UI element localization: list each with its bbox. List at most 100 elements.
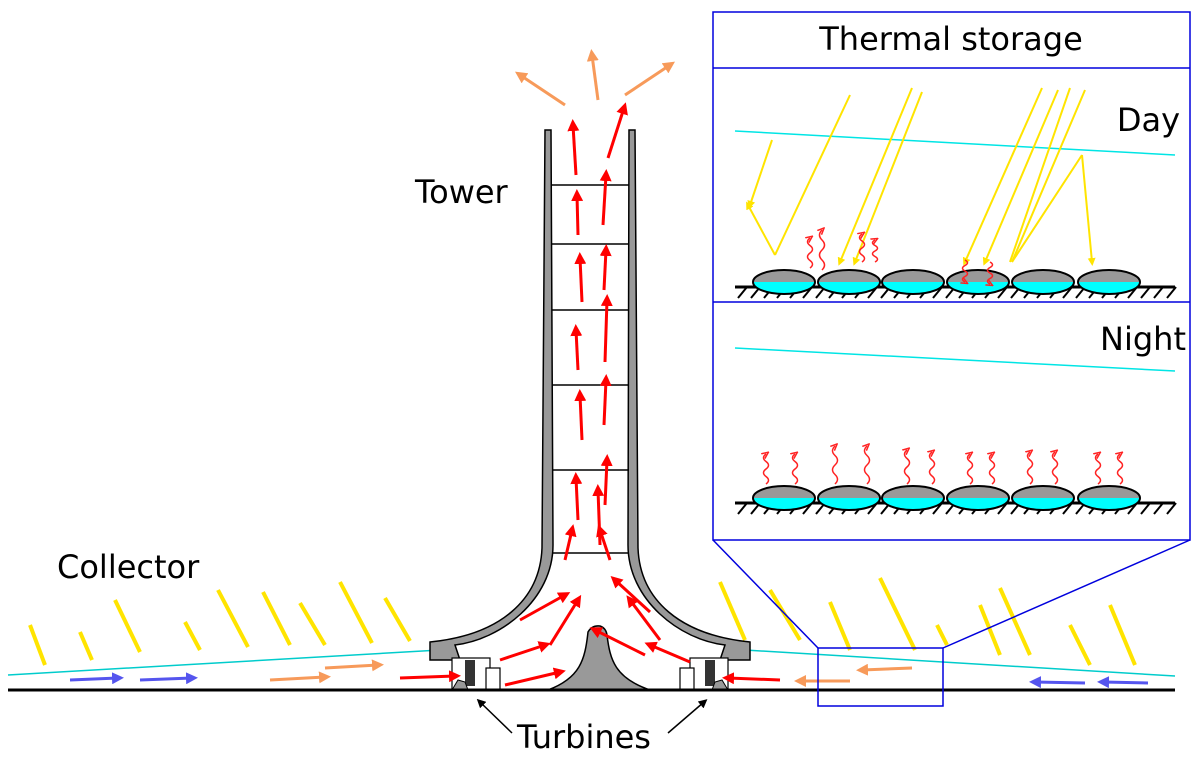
hot-air-arrow — [626, 595, 662, 641]
day-storage-row — [735, 269, 1177, 299]
heat-emission-icon — [860, 234, 865, 263]
airflow-arrows — [69, 49, 1149, 689]
warm-air-arrow — [586, 49, 600, 101]
heat-emission-icon — [1118, 454, 1123, 485]
sun-ray — [747, 139, 773, 209]
heat-emission-icon — [1096, 454, 1101, 485]
hot-air-arrow — [548, 594, 582, 646]
glass-panel — [338, 581, 374, 644]
sun-ray — [774, 94, 851, 256]
sun-ray — [982, 89, 1059, 266]
heat-emission-icon — [865, 446, 870, 485]
warm-air-arrow — [269, 671, 331, 684]
turbines-label: Turbines — [516, 718, 651, 756]
warm-air-arrow — [624, 61, 675, 97]
hot-air-arrow — [574, 252, 587, 303]
hot-air-arrow — [644, 641, 691, 664]
hot-air-arrow — [722, 672, 781, 685]
glass-panel — [978, 604, 1002, 656]
glass-panel — [261, 591, 292, 646]
collector-glass-panels — [28, 577, 1137, 666]
heat-emission-icon — [1028, 452, 1033, 485]
turbine-pointer-right — [667, 699, 708, 734]
glass-panel — [113, 599, 142, 653]
glass-panel — [935, 624, 949, 646]
warm-air-arrow — [324, 659, 384, 672]
hot-air-arrow — [567, 119, 580, 176]
heat-emission-icon — [963, 259, 968, 282]
sun-ray — [1081, 154, 1096, 266]
hot-air-arrow — [599, 374, 612, 426]
hot-air-arrow — [499, 641, 551, 662]
water-bag — [881, 485, 945, 511]
heat-emission-icon — [988, 261, 993, 284]
sun-ray — [852, 91, 923, 266]
hot-air-arrow — [519, 592, 571, 622]
glass-panel — [183, 621, 202, 651]
sun-ray — [837, 87, 913, 266]
warm-air-arrow — [515, 71, 566, 107]
night-collector-roof — [734, 347, 1176, 372]
inset-source-box — [817, 647, 944, 707]
glass-panel — [828, 601, 852, 651]
center-cone — [547, 625, 651, 691]
water-bag — [752, 269, 816, 295]
cool-air-arrow — [69, 672, 124, 685]
hot-air-arrow — [599, 169, 612, 226]
hot-air-arrow — [570, 472, 583, 521]
water-bag — [1011, 485, 1075, 511]
tower-bracing — [552, 184, 629, 554]
cool-air-arrow — [1029, 676, 1086, 689]
heat-emission-icon — [930, 452, 935, 485]
turbine-pointer-left — [476, 698, 513, 734]
cool-air-arrow — [139, 672, 198, 685]
heat-emission-icon — [873, 240, 878, 263]
sun-ray — [746, 201, 776, 256]
collector-label: Collector — [57, 548, 200, 586]
water-bag — [881, 269, 945, 295]
water-bag — [1077, 485, 1141, 511]
heat-emission-icon — [968, 454, 973, 485]
heat-emission-icon — [905, 450, 910, 485]
hot-air-arrow — [600, 294, 613, 363]
inset-zoom-line — [712, 539, 819, 649]
night-storage-row — [735, 485, 1177, 515]
hot-air-arrow — [600, 454, 613, 506]
glass-panel — [718, 581, 747, 641]
glass-panel — [383, 596, 412, 643]
water-bag — [1011, 269, 1075, 295]
water-bag — [817, 485, 881, 511]
sun-ray — [1009, 87, 1071, 263]
sun-ray — [962, 87, 1043, 266]
water-bag — [1077, 269, 1141, 295]
turbine-left — [451, 657, 501, 691]
inset-zoom-line — [942, 539, 1191, 649]
warm-air-arrow — [856, 663, 913, 676]
collector-roof-right — [744, 649, 1176, 677]
day-collector-roof — [734, 130, 1176, 156]
hot-air-arrow — [399, 670, 461, 683]
tower — [429, 129, 751, 691]
thermal-storage-inset: Thermal storage Day Night — [712, 11, 1191, 707]
water-bag — [946, 269, 1010, 295]
heat-emission-icon — [764, 454, 769, 485]
hot-air-arrow — [563, 524, 577, 561]
hot-air-arrow — [606, 102, 628, 159]
collector-roof-left — [7, 649, 441, 676]
day-label: Day — [1117, 101, 1180, 139]
glass-panel — [298, 601, 327, 647]
heat-emission-icon — [808, 238, 813, 269]
tower-label: Tower — [414, 173, 509, 211]
glass-panel — [216, 589, 250, 648]
glass-panel — [1068, 624, 1092, 666]
sun-ray — [1011, 89, 1086, 263]
hot-air-arrow — [596, 524, 612, 561]
cool-air-arrow — [1097, 676, 1149, 689]
glass-panel — [878, 577, 917, 651]
glass-panel — [998, 587, 1032, 656]
hot-air-arrow — [571, 189, 584, 236]
thermal-storage-title: Thermal storage — [818, 20, 1083, 58]
hot-air-arrow — [589, 627, 646, 657]
hot-air-arrow — [610, 575, 652, 614]
hot-air-arrow — [574, 389, 587, 441]
